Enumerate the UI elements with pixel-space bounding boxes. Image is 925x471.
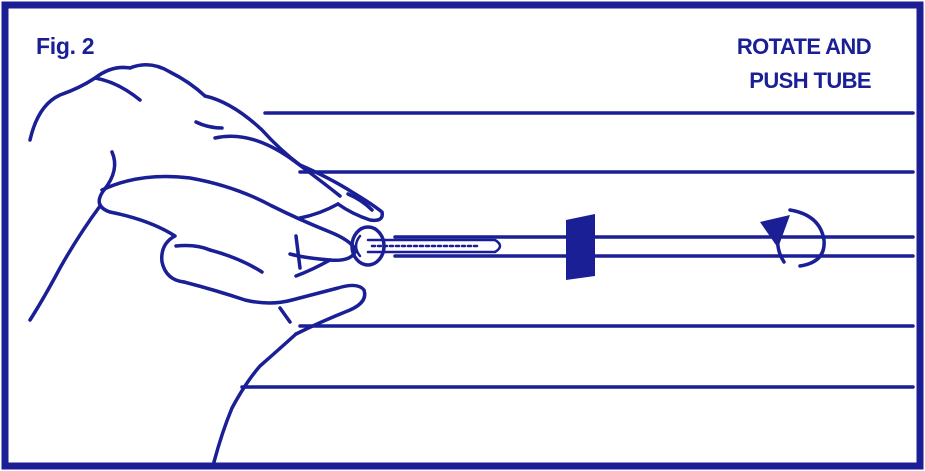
figure-label: Fig. 2 [36,33,95,59]
caption-line-2: PUSH TUBE [749,68,871,93]
caption-line-1: ROTATE AND [736,34,872,59]
hand-illustration [28,63,384,464]
brush-cartridge [354,234,502,258]
tube-collar [566,214,595,280]
rotation-arrow-head [760,215,790,248]
instruction-caption: ROTATE AND PUSH TUBE [651,30,872,98]
